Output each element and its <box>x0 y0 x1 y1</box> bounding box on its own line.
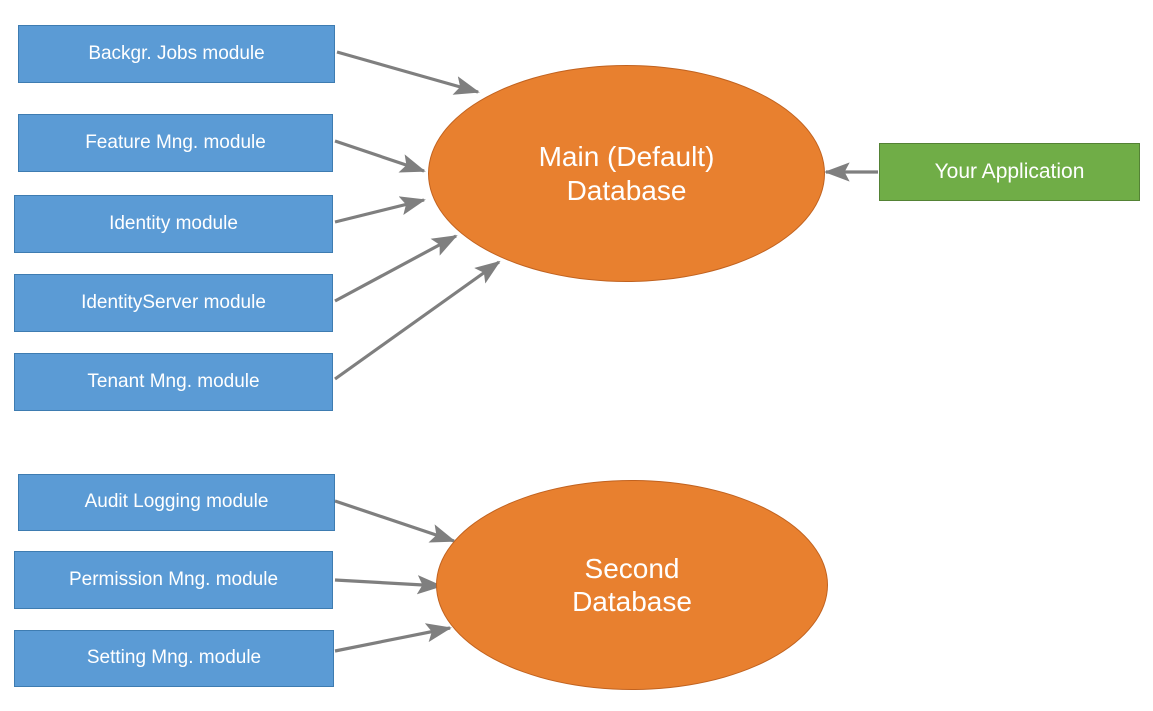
module-box-permission-mng[interactable]: Permission Mng. module <box>14 551 333 609</box>
connector-identity-to-main <box>334 196 426 224</box>
your-application-box[interactable]: Your Application <box>879 143 1140 201</box>
connector-feature-mng-to-main <box>334 139 426 173</box>
your-application-label: Your Application <box>934 159 1085 183</box>
module-box-tenant-mng[interactable]: Tenant Mng. module <box>14 353 333 411</box>
connector-permission-mng-to-second <box>334 575 443 595</box>
module-box-identityserver[interactable]: IdentityServer module <box>14 274 333 332</box>
connector-audit-logging-to-second <box>334 499 456 543</box>
module-label: IdentityServer module <box>81 291 266 313</box>
connector-setting-mng-to-second <box>334 623 452 653</box>
connector-identityserver-to-main <box>334 234 458 303</box>
module-box-feature-mng[interactable]: Feature Mng. module <box>18 114 333 172</box>
module-box-backgr-jobs[interactable]: Backgr. Jobs module <box>18 25 335 83</box>
module-box-identity[interactable]: Identity module <box>14 195 333 253</box>
module-label: Identity module <box>109 212 238 234</box>
module-label: Audit Logging module <box>84 491 269 513</box>
module-label: Tenant Mng. module <box>87 370 260 392</box>
module-box-audit-logging[interactable]: Audit Logging module <box>18 474 335 531</box>
connector-backgr-jobs-to-main <box>336 50 480 95</box>
second-database-ellipse[interactable]: Second Database <box>436 480 828 690</box>
main-database-ellipse[interactable]: Main (Default) Database <box>428 65 825 282</box>
main-database-label: Main (Default) Database <box>538 141 715 206</box>
module-label: Feature Mng. module <box>85 131 266 153</box>
module-box-setting-mng[interactable]: Setting Mng. module <box>14 630 334 687</box>
second-database-label: Second Database <box>572 552 692 617</box>
module-label: Setting Mng. module <box>86 647 262 669</box>
connector-tenant-mng-to-main <box>334 260 501 381</box>
module-label: Backgr. Jobs module <box>88 42 265 64</box>
module-label: Permission Mng. module <box>68 568 279 590</box>
